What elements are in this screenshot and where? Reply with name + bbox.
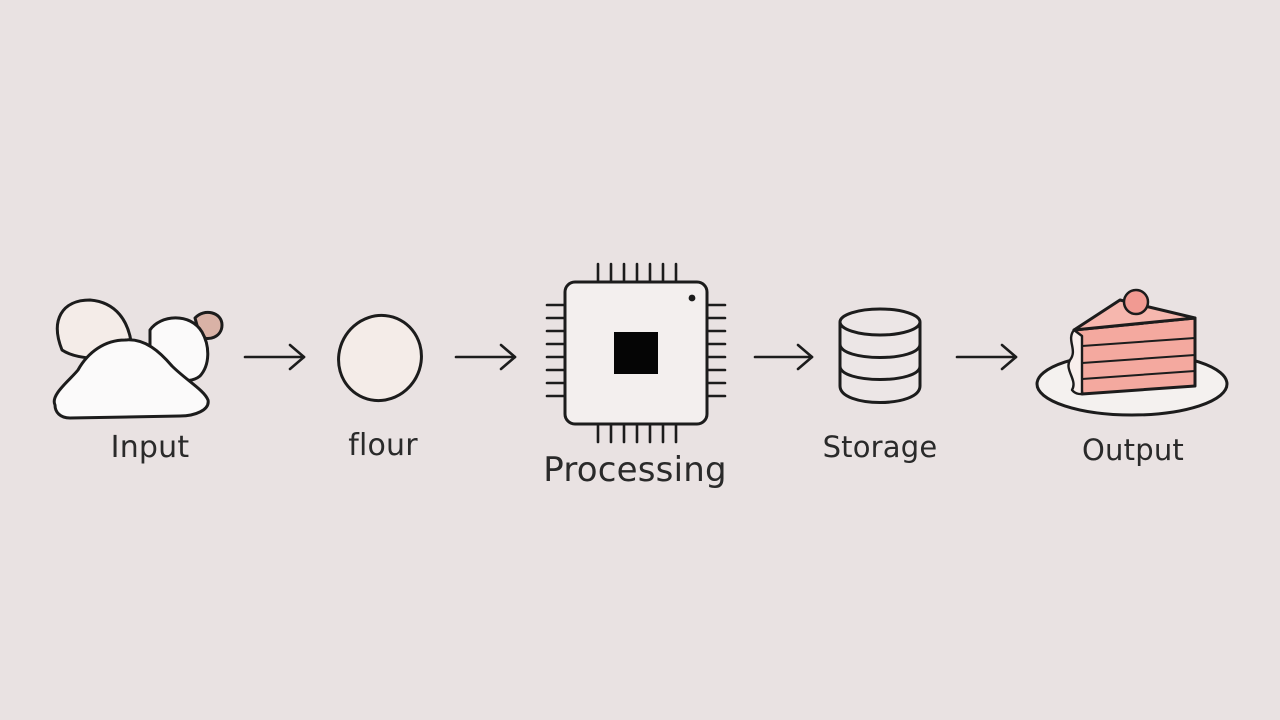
step-label-storage: Storage: [822, 430, 938, 464]
arrow-right-icon: [753, 343, 814, 371]
flour-and-eggs-icon: [52, 298, 224, 420]
cpu-chip-icon: [545, 262, 727, 444]
step-label-output: Output: [1082, 433, 1184, 467]
arrow-right-icon: [454, 343, 517, 371]
step-label-flour: flour: [348, 428, 418, 463]
arrow-right-icon: [955, 343, 1018, 371]
step-label-input: Input: [110, 430, 190, 465]
egg-icon: [337, 313, 423, 403]
arrow-right-icon: [243, 343, 306, 371]
step-label-processing: Processing: [543, 450, 727, 490]
cake-slice-icon: [1035, 288, 1229, 417]
database-icon: [838, 307, 922, 404]
